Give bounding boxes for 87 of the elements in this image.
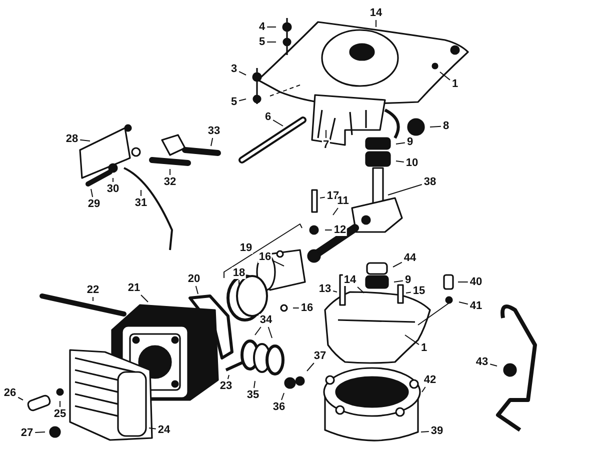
callout-number: 7 [322, 139, 330, 151]
callout-number: 29 [86, 198, 102, 210]
leader-line [404, 334, 420, 346]
leader-line [430, 126, 442, 128]
leader-line [254, 380, 256, 388]
leader-line [272, 120, 284, 126]
callout-number: 41 [468, 300, 484, 312]
leader-line [227, 374, 230, 380]
leader-line [210, 138, 214, 146]
callout-number: 26 [2, 387, 18, 399]
leader-line [148, 428, 156, 430]
callout-number: 27 [20, 427, 34, 439]
leader-line [266, 26, 276, 28]
leader-line [90, 188, 94, 198]
callout-number: 44 [402, 252, 418, 264]
callout-number: 16 [258, 251, 272, 263]
callout-number: 36 [272, 401, 286, 413]
leader-line [394, 280, 404, 282]
callout-number: 20 [186, 273, 202, 285]
callout-number: 43 [474, 356, 490, 368]
callout-number: 23 [218, 380, 234, 392]
callout-number: 22 [86, 284, 100, 296]
callout-number: 10 [404, 157, 420, 169]
leader-line [268, 326, 272, 338]
leader-line [440, 72, 450, 80]
callout-number: 28 [64, 133, 80, 145]
callout-number: 14 [342, 274, 358, 286]
callout-number: 18 [232, 267, 246, 279]
leader-line [420, 431, 430, 432]
leader-line [238, 98, 246, 102]
callout-number: 4 [258, 21, 266, 33]
callout-number: 39 [430, 425, 444, 437]
leader-line [332, 290, 338, 292]
callout-number: 6 [264, 111, 272, 123]
leader-line [306, 362, 314, 372]
callout-number: 40 [468, 276, 484, 288]
leader-line [458, 302, 468, 305]
leader-line [80, 139, 90, 142]
leader-line [18, 396, 24, 400]
callout-number: 1 [450, 78, 460, 90]
leader-line [238, 71, 246, 76]
leader-line [281, 392, 284, 400]
leader-line [320, 196, 326, 198]
callout-number: 8 [442, 120, 450, 132]
callout-number: 14 [368, 7, 384, 19]
callout-number: 5 [258, 36, 266, 48]
leader-line [92, 296, 94, 302]
callout-number: 24 [156, 424, 172, 436]
callout-number: 19 [238, 242, 254, 254]
callout-number: 3 [230, 63, 238, 75]
callout-number: 21 [126, 282, 142, 294]
callout-number: 32 [162, 176, 178, 188]
callout-number: 9 [404, 274, 412, 286]
leader-line [388, 184, 422, 196]
callout-number: 11 [336, 195, 350, 207]
leader-line [195, 286, 198, 294]
leader-line [34, 432, 46, 434]
leader-line [254, 326, 262, 336]
callout-number: 34 [258, 314, 274, 326]
leader-line [272, 260, 284, 266]
callout-number: 9 [406, 136, 414, 148]
callout-number: 42 [422, 374, 438, 386]
leader-line [140, 190, 142, 196]
callout-number: 37 [312, 350, 328, 362]
leader-line [406, 292, 412, 294]
callout-number: 38 [422, 176, 438, 188]
callout-number: 13 [318, 283, 332, 295]
callout-number: 33 [206, 125, 222, 137]
callout-number: 5 [230, 96, 238, 108]
callout-number: 12 [332, 224, 348, 236]
leader-line [112, 178, 114, 182]
callout-number: 31 [134, 197, 148, 209]
leader-line [396, 142, 406, 144]
leader-line [490, 364, 498, 366]
callout-number: 30 [106, 183, 120, 195]
leader-line [357, 286, 364, 294]
callout-number: 16 [300, 302, 314, 314]
callout-number: 35 [246, 389, 260, 401]
leader-line [332, 208, 338, 216]
callout-number: 15 [412, 285, 426, 297]
leader-line [238, 280, 240, 286]
leader-line [392, 262, 402, 268]
leader-line [140, 294, 148, 302]
callout-number: 1 [420, 342, 428, 354]
leader-line [396, 160, 404, 162]
leader-line [422, 386, 426, 392]
callout-number: 25 [52, 408, 68, 420]
